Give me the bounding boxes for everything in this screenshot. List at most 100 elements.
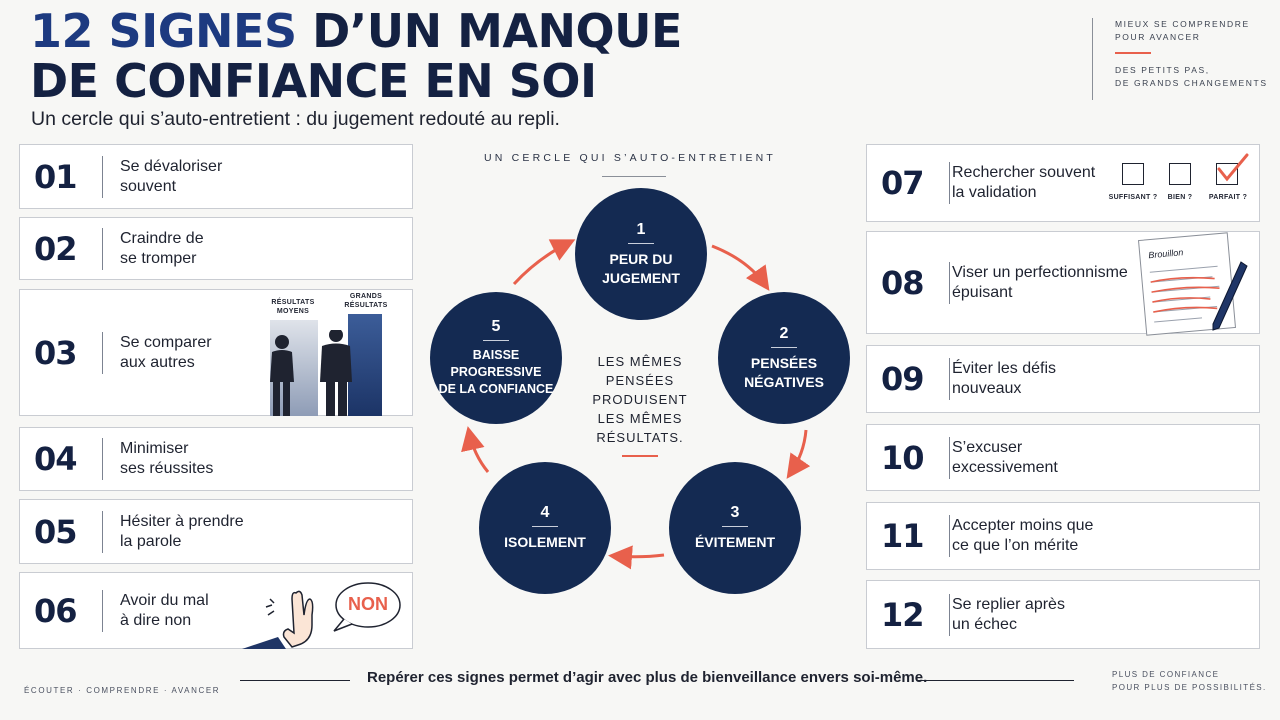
sign-card-08: 08 Viser un perfectionnisme épuisant Bro… — [866, 231, 1260, 336]
cycle-node-1: 1 PEUR DU JUGEMENT — [575, 188, 707, 320]
node-label: BAISSE PROGRESSIVE DE LA CONFIANCE — [438, 348, 554, 396]
sign-number: 06 — [34, 591, 78, 630]
footer-right-line1: PLUS DE CONFIANCE — [1112, 670, 1220, 679]
checkbox-label-1: SUFFISANT ? — [1108, 194, 1158, 201]
node-number: 5 — [491, 318, 501, 335]
sign-card-10: 10 S’excuser excessivement — [866, 424, 1260, 491]
top-right-tagline: MIEUX SE COMPRENDRE POUR AVANCER DES PET… — [1092, 18, 1272, 100]
separator — [102, 438, 103, 480]
sign-card-06: 06 Avoir du mal à dire non NON — [19, 572, 413, 649]
separator — [102, 227, 103, 270]
draft-lines — [1149, 265, 1220, 323]
tagline-line1: MIEUX SE COMPRENDRE — [1115, 19, 1250, 29]
separator — [949, 162, 950, 204]
arrow-3-to-4 — [608, 545, 665, 570]
cycle-node-2: 2 PENSÉES NÉGATIVES — [718, 292, 850, 424]
cycle-title-divider — [602, 176, 666, 177]
separator — [949, 436, 950, 479]
bar-big — [348, 314, 382, 416]
separator — [102, 331, 103, 374]
separator — [102, 589, 103, 632]
title-accent: 12 SIGNES — [30, 4, 297, 58]
arrow-2-to-3 — [786, 429, 811, 479]
sign-number: 03 — [34, 333, 78, 372]
sign-number: 11 — [881, 517, 925, 555]
footer-right-line2: POUR PLUS DE POSSIBILITÉS. — [1112, 683, 1267, 692]
sign-number: 08 — [881, 263, 925, 302]
footer-rule-left — [240, 680, 350, 681]
no-bubble-text: NON — [348, 594, 388, 614]
checkbox-label-2: BIEN ? — [1167, 194, 1193, 201]
footer-rule-right — [918, 680, 1074, 681]
pen-icon — [1212, 261, 1248, 331]
sign-label: Hésiter à prendre la parole — [120, 512, 244, 550]
footer-right-tagline: PLUS DE CONFIANCE POUR PLUS DE POSSIBILI… — [1112, 668, 1267, 694]
sign-card-03: 03 Se comparer aux autres RÉSULTATS MOYE… — [19, 289, 413, 416]
sign-card-11: 11 Accepter moins que ce que l’on mérite — [866, 502, 1260, 570]
sign-number: 07 — [881, 164, 925, 202]
sign-label: Minimiser ses réussites — [120, 440, 214, 477]
title-line1-rest: D’UN MANQUE — [312, 4, 682, 58]
speech-bubble-icon — [333, 582, 401, 632]
sign-number: 04 — [34, 440, 78, 478]
sign-label: Craindre de se tromper — [120, 229, 204, 267]
arrow-4-to-5 — [461, 426, 490, 473]
cycle-title: UN CERCLE QUI S’AUTO-ENTRETIENT — [483, 152, 777, 164]
tagline-line2: POUR AVANCER — [1115, 32, 1201, 42]
sign-card-01: 01 Se dévaloriser souvent — [19, 144, 413, 209]
node-label: PEUR DU JUGEMENT — [602, 250, 680, 286]
sign-label: Éviter les défis nouveaux — [952, 360, 1057, 397]
sign-label: Rechercher souvent la validation — [952, 164, 1096, 201]
node-number: 3 — [730, 504, 740, 521]
sign-card-07: 07 Rechercher souvent la validation SUFF… — [866, 144, 1260, 222]
node-divider — [483, 340, 509, 341]
node-divider — [722, 526, 748, 527]
node-number: 1 — [636, 220, 646, 238]
separator — [102, 155, 103, 198]
sign-label: Se dévaloriser souvent — [120, 157, 223, 195]
footer-message: Repérer ces signes permet d’agir avec pl… — [367, 669, 928, 686]
sign-label: Accepter moins que ce que l’on mérite — [952, 517, 1094, 554]
footer-left-tagline: ÉCOUTER · COMPRENDRE · AVANCER — [24, 686, 221, 695]
compare-small-label: RÉSULTATS MOYENS — [271, 299, 315, 315]
page-subtitle: Un cercle qui s’auto-entretient : du jug… — [31, 108, 560, 130]
node-divider — [532, 526, 558, 527]
arrow-5-to-1 — [512, 239, 576, 286]
node-label: ÉVITEMENT — [694, 534, 776, 550]
cycle-center-text: LES MÊMES PENSÉES PRODUISENT LES MÊMES R… — [592, 354, 688, 445]
checkbox-icon — [1169, 163, 1191, 185]
node-label: PENSÉES NÉGATIVES — [744, 354, 824, 390]
separator — [949, 515, 950, 557]
sign-label: Avoir du mal à dire non — [120, 591, 209, 629]
sign-label: Se replier après un échec — [952, 595, 1065, 633]
node-divider — [771, 346, 797, 348]
draft-paper: Brouillon — [1137, 232, 1237, 336]
page-title: 12 SIGNES D’UN MANQUE DE CONFIANCE EN SO… — [30, 6, 682, 106]
sign-number: 02 — [34, 229, 78, 268]
node-label: ISOLEMENT — [504, 534, 586, 550]
tagline-divider — [1115, 52, 1151, 54]
cycle-node-3: 3 ÉVITEMENT — [669, 462, 801, 594]
tagline-line4: DE GRANDS CHANGEMENTS — [1115, 78, 1268, 88]
node-divider — [628, 242, 654, 244]
cycle-node-4: 4 ISOLEMENT — [479, 462, 611, 594]
sign-number: 10 — [881, 438, 925, 477]
separator — [949, 358, 950, 400]
arrow-1-to-2 — [711, 244, 770, 291]
sign-card-12: 12 Se replier après un échec — [866, 580, 1260, 649]
checkbox-icon — [1122, 163, 1144, 185]
separator — [949, 261, 950, 304]
node-number: 4 — [540, 504, 550, 521]
sign-card-02: 02 Craindre de se tromper — [19, 217, 413, 280]
cycle-center-divider — [622, 455, 658, 457]
people-icon — [270, 330, 352, 416]
sign-number: 09 — [881, 360, 925, 398]
sign-card-05: 05 Hésiter à prendre la parole — [19, 499, 413, 564]
title-line2: DE CONFIANCE EN SOI — [30, 54, 597, 108]
separator — [102, 510, 103, 553]
compare-big-label: GRANDS RÉSULTATS — [344, 293, 388, 309]
sign-card-04: 04 Minimiser ses réussites — [19, 427, 413, 491]
sign-card-09: 09 Éviter les défis nouveaux — [866, 345, 1260, 413]
sign-label: Viser un perfectionnisme épuisant — [952, 263, 1128, 301]
